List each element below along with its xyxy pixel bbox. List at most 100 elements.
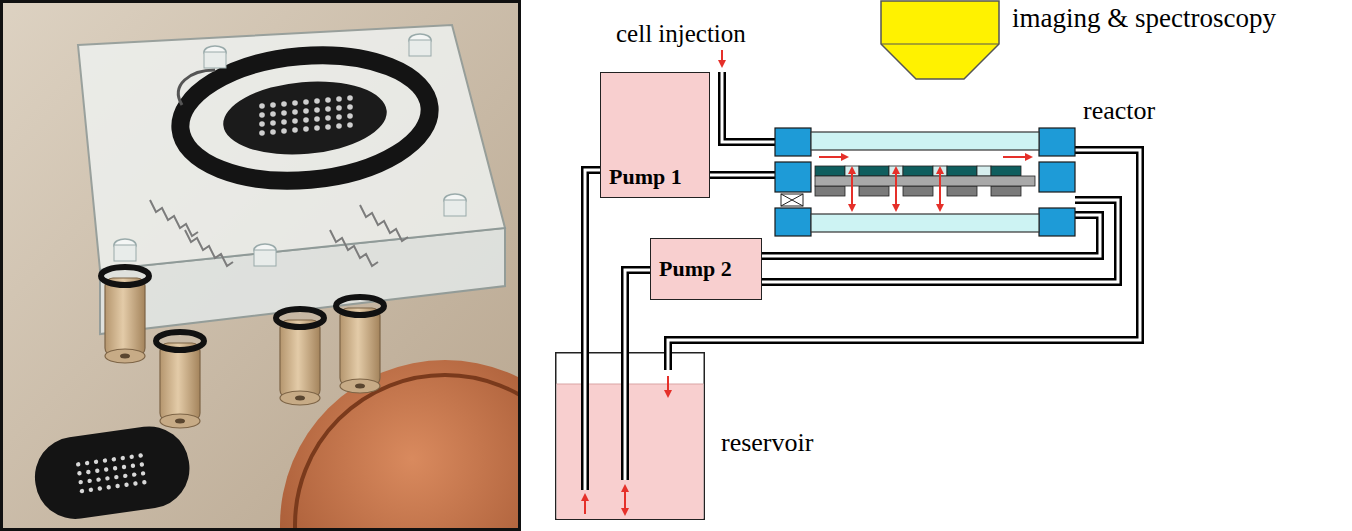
post-body bbox=[254, 250, 276, 266]
support-block bbox=[815, 186, 845, 196]
tube-bore bbox=[710, 174, 775, 177]
node-label: imaging & spectroscopy bbox=[1012, 3, 1276, 34]
fitting-end bbox=[280, 391, 320, 405]
tank-outline bbox=[556, 353, 705, 520]
chip-hole bbox=[130, 463, 135, 468]
chip-hole bbox=[113, 466, 118, 471]
fitting-hole bbox=[355, 384, 365, 389]
channel-ring bbox=[175, 45, 435, 190]
return-tube-bore bbox=[667, 352, 670, 370]
chip-hole bbox=[102, 458, 107, 463]
node-label: reactor bbox=[1083, 96, 1155, 126]
chip-hole bbox=[85, 461, 90, 466]
fitting-end bbox=[105, 349, 145, 363]
end-cap bbox=[1039, 128, 1075, 156]
block-top bbox=[78, 25, 505, 270]
insert-well bbox=[347, 113, 353, 119]
node-label: Pump 1 bbox=[609, 164, 682, 189]
support-block bbox=[859, 186, 889, 196]
chip-hole bbox=[105, 476, 110, 481]
insert-well bbox=[336, 105, 342, 111]
flow-arrow bbox=[895, 168, 897, 210]
post-body bbox=[409, 40, 431, 56]
chip-hole bbox=[86, 469, 91, 474]
insert-well bbox=[347, 95, 353, 101]
chip-hole bbox=[115, 484, 120, 489]
top-window bbox=[811, 132, 1039, 150]
chip bbox=[30, 421, 195, 524]
penny-rim bbox=[295, 375, 521, 531]
objective-lens: imaging & spectroscopy bbox=[880, 0, 1000, 80]
insert-well bbox=[259, 103, 265, 109]
post-body bbox=[204, 52, 226, 68]
insert-well bbox=[259, 112, 265, 118]
chip-hole bbox=[95, 468, 100, 473]
chip-hole bbox=[129, 454, 134, 459]
chip-hole bbox=[142, 480, 147, 485]
chip-hole bbox=[133, 481, 138, 486]
insert-well bbox=[270, 120, 276, 126]
support-layer bbox=[815, 176, 1035, 186]
spring bbox=[360, 205, 408, 241]
support-block bbox=[991, 186, 1021, 196]
chip-hole bbox=[87, 478, 92, 483]
insert-well bbox=[347, 122, 353, 128]
tubing-connector bbox=[585, 170, 600, 352]
insert-well bbox=[325, 115, 331, 121]
valve bbox=[781, 194, 803, 206]
insert-well bbox=[270, 129, 276, 135]
membrane-pore bbox=[977, 166, 991, 176]
dip-tube-bore bbox=[624, 352, 627, 480]
chip-hole bbox=[120, 456, 125, 461]
chip-hole bbox=[139, 462, 144, 467]
insert-well bbox=[303, 99, 309, 105]
tank-liquid bbox=[557, 384, 704, 519]
support-block bbox=[947, 186, 977, 196]
dip-tube-outline bbox=[621, 352, 629, 480]
insert-well bbox=[292, 127, 298, 133]
valve-cross bbox=[781, 194, 803, 206]
insert-well bbox=[281, 119, 287, 125]
insert-well bbox=[336, 114, 342, 120]
chip-hole bbox=[124, 482, 129, 487]
chip-hole bbox=[114, 475, 119, 480]
insert-well bbox=[270, 102, 276, 108]
tube-bore bbox=[625, 270, 650, 352]
tube-bore bbox=[762, 200, 1118, 282]
chip-hole bbox=[97, 486, 102, 491]
fitting-hole bbox=[175, 419, 185, 424]
insert-well bbox=[259, 130, 265, 136]
pump-box: Pump 1 bbox=[600, 72, 710, 198]
end-cap bbox=[1039, 162, 1075, 192]
dip-tube-outline bbox=[581, 352, 589, 490]
chip-hole bbox=[138, 453, 143, 458]
chip-hole bbox=[88, 487, 93, 492]
node-label: reservoir bbox=[721, 428, 813, 458]
insert-well bbox=[325, 124, 331, 130]
injection-tube-bore bbox=[722, 72, 775, 142]
chip-hole bbox=[141, 471, 146, 476]
pump-box: Pump 2 bbox=[650, 238, 762, 300]
objective-body bbox=[881, 1, 999, 79]
chip-hole bbox=[78, 480, 83, 485]
chip-hole bbox=[106, 485, 111, 490]
flow-arrow bbox=[819, 156, 847, 158]
end-cap bbox=[775, 162, 811, 192]
flow-arrow bbox=[584, 495, 586, 514]
tube-outline bbox=[762, 200, 1118, 282]
fitting-body bbox=[340, 308, 380, 386]
device-photo bbox=[0, 0, 521, 531]
insert-well bbox=[281, 101, 287, 107]
chip-hole bbox=[104, 467, 109, 472]
o-ring bbox=[156, 332, 204, 350]
end-cap bbox=[775, 208, 811, 236]
insert-well bbox=[314, 125, 320, 131]
tubing-connector bbox=[625, 270, 650, 352]
insert-well bbox=[314, 116, 320, 122]
insert-well bbox=[270, 111, 276, 117]
chip-hole bbox=[96, 477, 101, 482]
end-cap bbox=[1039, 208, 1075, 236]
photo-frame bbox=[2, 2, 520, 530]
tube-outline bbox=[585, 170, 600, 352]
insert-well bbox=[292, 100, 298, 106]
